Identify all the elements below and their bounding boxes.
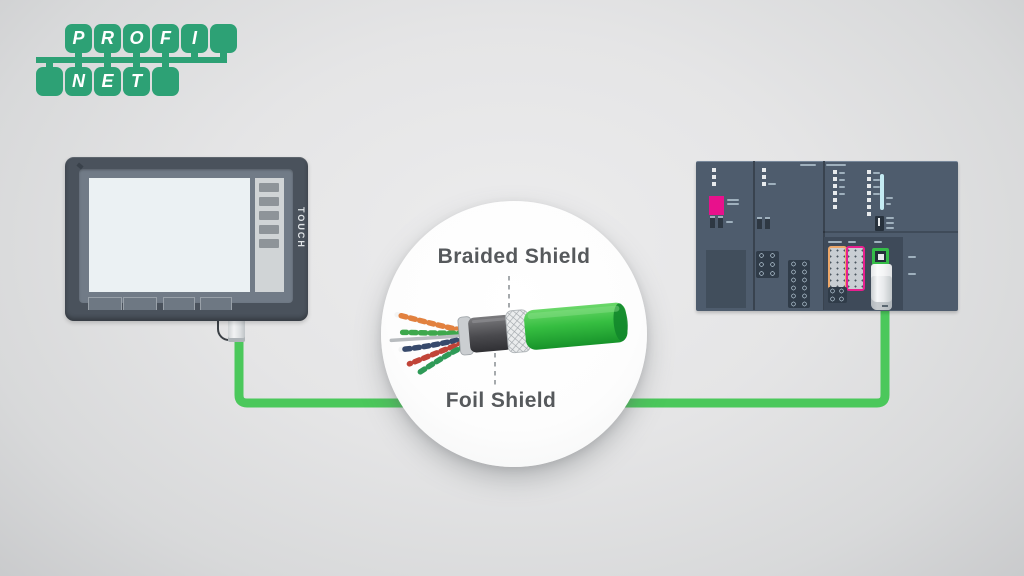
hmi-function-key <box>88 297 122 310</box>
aux-connector <box>828 287 847 303</box>
dp-dsub-connector <box>846 246 865 291</box>
cpu-led-label <box>839 186 845 188</box>
cable-jacket <box>524 302 628 350</box>
hmi-bottom-connector <box>228 317 245 342</box>
psu-card-label <box>727 203 739 205</box>
hmi-side-key <box>259 239 279 248</box>
hmi-side-key <box>259 225 279 234</box>
hmi-side-key-column <box>255 178 284 292</box>
hmi-screen <box>89 178 250 292</box>
connector-label <box>828 241 842 243</box>
io-terminal-strip <box>788 260 810 308</box>
port-label <box>908 273 916 275</box>
logo-block: N <box>65 67 92 96</box>
port-label <box>908 256 916 258</box>
logo-block: P <box>65 24 92 53</box>
cpu-led-label <box>839 172 845 174</box>
logo-block: O <box>123 24 150 53</box>
logo-stem <box>191 53 198 58</box>
cpu-led-label <box>873 186 880 188</box>
connector-label <box>874 241 882 243</box>
io-connector-stud <box>757 217 762 229</box>
logo-block: I <box>181 24 208 53</box>
plc-type-label <box>826 164 846 166</box>
plc-module-separator <box>823 161 825 310</box>
psu-card-label <box>727 199 739 201</box>
cable-cross-section-art <box>389 276 628 387</box>
cpu-led-column-left <box>833 170 837 210</box>
logo-stem <box>133 53 140 58</box>
foil-shield-label: Foil Shield <box>445 389 557 412</box>
cpu-mode-label <box>886 222 894 224</box>
profinet-rj45-port <box>872 248 889 265</box>
io-terminal-block <box>756 251 779 278</box>
logo-block <box>36 67 63 96</box>
profinet-logo: P R O F I N E T <box>0 0 250 110</box>
io-led-column <box>762 168 766 187</box>
logo-bus-bar <box>36 57 227 63</box>
logo-block: R <box>94 24 121 53</box>
logo-stem <box>75 63 82 68</box>
logo-stem <box>46 63 53 68</box>
cpu-mode-label <box>886 227 894 229</box>
cpu-step-line <box>823 231 958 233</box>
io-connector-stud <box>765 217 770 229</box>
hmi-cable-loop <box>217 319 233 341</box>
cpu-mode-label <box>886 217 894 219</box>
hmi-side-key <box>259 197 279 206</box>
logo-stem <box>220 53 227 58</box>
logo-stem <box>162 63 169 68</box>
cpu-indicator-bar <box>880 174 884 210</box>
logo-stem <box>104 53 111 58</box>
braided-shield-label: Braided Shield <box>437 245 591 268</box>
hmi-function-key <box>163 297 195 310</box>
cpu-led-label <box>873 193 880 195</box>
hmi-touch-label: TOUCH <box>296 207 306 249</box>
cable-cross-section-circle: Braided Shield Foil Shield <box>381 201 647 467</box>
rj45-plug <box>871 264 892 310</box>
cpu-led-label <box>839 179 845 181</box>
foil-shield-wrap <box>468 314 513 353</box>
plc-module-separator <box>753 161 755 310</box>
psu-switch <box>718 216 723 228</box>
psu-memory-card <box>709 196 724 215</box>
logo-stem <box>75 53 82 58</box>
plc-type-label <box>800 164 816 166</box>
plc-rack <box>696 161 958 311</box>
mpi-dsub-connector <box>828 246 847 291</box>
hmi-side-key <box>259 211 279 220</box>
logo-stem <box>133 63 140 68</box>
logo-block: E <box>94 67 121 96</box>
logo-block: T <box>123 67 150 96</box>
cpu-led-label <box>873 172 880 174</box>
hmi-function-key <box>200 297 232 310</box>
cpu-indicator-label <box>886 203 891 205</box>
cpu-indicator-label <box>886 197 893 199</box>
logo-stem <box>104 63 111 68</box>
logo-stem <box>162 53 169 58</box>
psu-switch-label <box>726 221 733 223</box>
io-led-label <box>768 183 776 185</box>
cpu-mode-switch <box>875 216 884 231</box>
hmi-touch-panel: TOUCH <box>65 157 308 342</box>
hmi-function-key <box>123 297 157 310</box>
cpu-led-label <box>873 179 880 181</box>
cpu-led-label <box>839 193 845 195</box>
logo-block: F <box>152 24 179 53</box>
psu-switch <box>710 216 715 228</box>
logo-block <box>152 67 179 96</box>
stripped-cable <box>389 302 628 375</box>
psu-led-column <box>712 168 716 187</box>
cpu-led-column-right <box>867 170 871 216</box>
connector-label <box>848 241 856 243</box>
psu-recess <box>706 250 746 308</box>
hmi-side-key <box>259 183 279 192</box>
logo-block <box>210 24 237 53</box>
